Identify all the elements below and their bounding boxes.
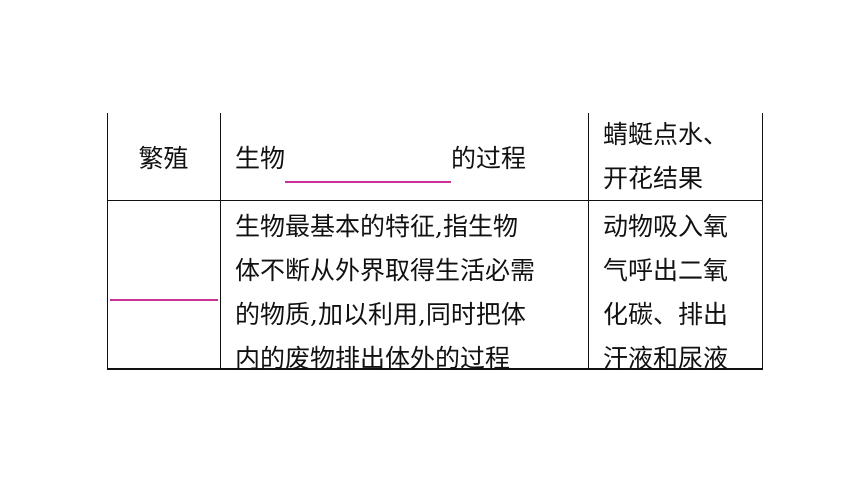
definition-line: 内的废物排出体外的过程 bbox=[235, 344, 511, 373]
table-left-border bbox=[107, 113, 108, 368]
definition-line: 生物最基本的特征,指生物 bbox=[235, 212, 518, 241]
definition-prefix: 生物 bbox=[235, 144, 286, 173]
fill-in-blank[interactable]: ​ bbox=[285, 137, 452, 183]
table-row-divider bbox=[107, 200, 763, 201]
table-row-2-definition: 生物最基本的特征,指生物 体不断从外界取得生活必需 的物质,加以利用,同时把体 … bbox=[235, 205, 535, 381]
example-line: 汗液和尿液 bbox=[603, 344, 729, 373]
example-line: 动物吸入氧 bbox=[603, 212, 729, 241]
example-line: 开花结果 bbox=[603, 164, 704, 193]
table-column-divider-1 bbox=[220, 113, 221, 368]
term-fill-in-blank[interactable] bbox=[110, 299, 218, 301]
example-line: 气呼出二氧 bbox=[603, 256, 729, 285]
definition-line: 的物质,加以利用,同时把体 bbox=[235, 300, 526, 329]
table-row-1-term: 繁殖 bbox=[107, 137, 220, 181]
table-row-2-example: 动物吸入氧 气呼出二氧 化碳、排出 汗液和尿液 bbox=[603, 205, 728, 381]
definition-line: 体不断从外界取得生活必需 bbox=[235, 256, 536, 285]
table-right-border bbox=[762, 113, 763, 368]
table-row-1-definition: 生物​的过程 bbox=[235, 137, 526, 183]
table-column-divider-2 bbox=[588, 113, 589, 368]
example-line: 化碳、排出 bbox=[603, 300, 729, 329]
term-label: 繁殖 bbox=[138, 144, 189, 173]
table-row-1-example: 蜻蜓点水、 开花结果 bbox=[603, 113, 728, 201]
concept-table: 繁殖 生物​的过程 蜻蜓点水、 开花结果 生物最基本的特征,指生物 体不断从外界… bbox=[107, 113, 763, 373]
definition-suffix: 的过程 bbox=[451, 144, 527, 173]
example-line: 蜻蜓点水、 bbox=[603, 120, 729, 149]
